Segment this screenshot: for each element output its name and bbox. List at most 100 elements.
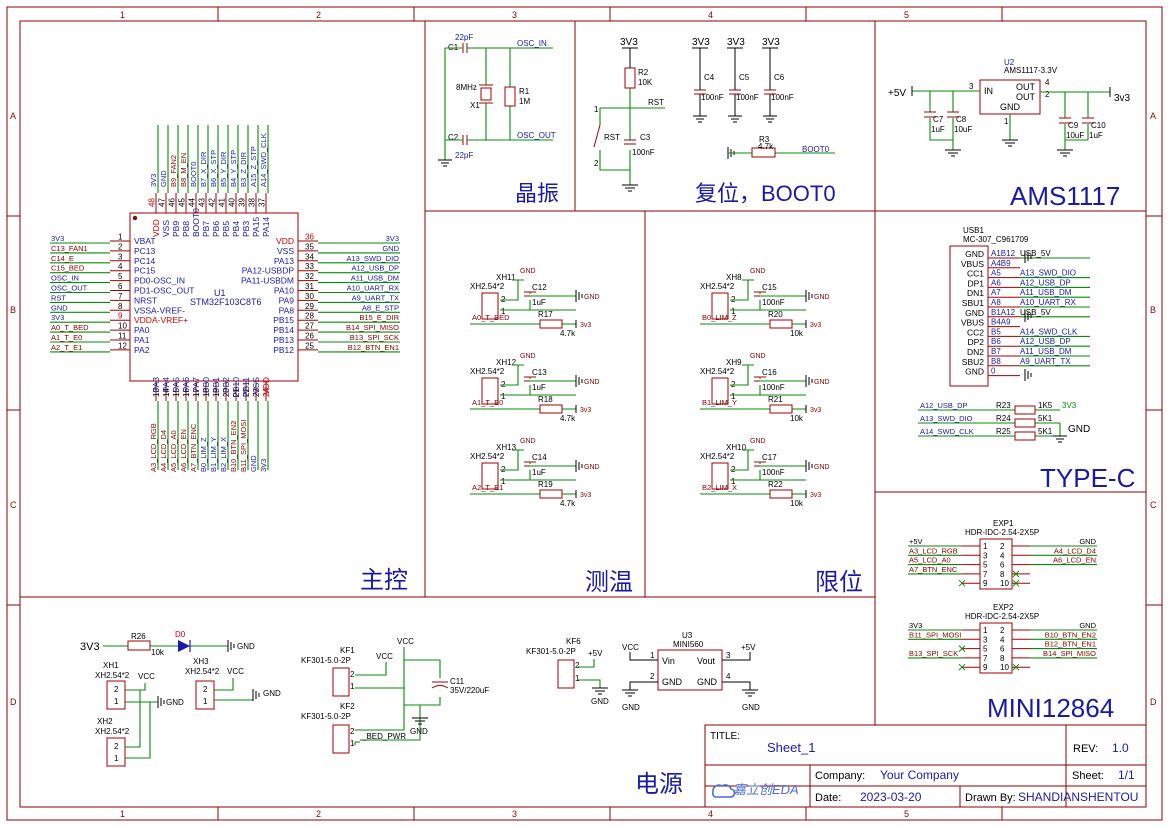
xh2-part: XH2.54*2	[95, 727, 130, 736]
u2-pin-gnd: GND	[1000, 102, 1021, 112]
mcu-pin-name: PC14	[134, 256, 156, 266]
frame-col-bottom: 5	[904, 809, 909, 819]
svg-text:2: 2	[350, 670, 355, 679]
connector-part: XH2.54*2	[700, 282, 735, 291]
mcu-pin-num: 33	[305, 262, 314, 271]
cap-value: 100nF	[762, 383, 785, 392]
resistor-value: 10k	[790, 414, 804, 423]
kf2-ref: KF2	[340, 702, 355, 711]
usb1-pin-name: DN2	[967, 347, 984, 357]
kf2-part: KF301-5.0-2P	[301, 712, 351, 721]
x1-value: 8MHz	[456, 83, 477, 92]
mcu-pin-net: RST	[51, 293, 66, 302]
frame-col-bottom: 4	[708, 809, 713, 819]
drawn-value: SHANDIANSHENTOU	[1018, 790, 1138, 804]
usb1-pin-num: B5	[991, 327, 1001, 336]
xh3-ref: XH3	[193, 657, 209, 666]
header-pin-num: 10	[1000, 579, 1009, 588]
mcu-pin-net: 3V3	[259, 459, 268, 472]
usb1-pin-name: VBUS	[961, 259, 984, 269]
ground-symbol	[1024, 310, 1032, 322]
c3-ref: C3	[640, 133, 651, 142]
mcu-pin-num: 31	[305, 282, 314, 291]
mcu-pin-name: VSS	[161, 220, 171, 237]
header-pin-num: 10	[1000, 663, 1009, 672]
cap-value: 100nF	[762, 468, 785, 477]
typec-res-to: 3V3	[1062, 401, 1077, 410]
xh1-part: XH2.54*2	[95, 671, 130, 680]
mcu-pin-num: 9	[118, 312, 123, 321]
xh3-part: XH2.54*2	[185, 667, 220, 676]
usb1-pin-num: A7	[991, 288, 1001, 297]
header-right-net: GND	[1079, 621, 1096, 630]
connector-part: XH2.54*2	[470, 367, 505, 376]
connector-body	[711, 462, 729, 490]
gnd-label: GND	[814, 294, 830, 301]
section-title-power: 电源	[635, 771, 683, 798]
mcu-pin-num: 13	[152, 388, 161, 397]
reset-switch[interactable]	[593, 124, 601, 148]
mcu-pin-name: PC15	[134, 266, 156, 276]
usb1-pin-name: GND	[965, 367, 984, 377]
mcu-pin-num: 46	[168, 198, 177, 207]
gnd-label: GND	[584, 294, 600, 301]
mcu-pin-net: A7_BTN_ENC	[189, 423, 198, 472]
mcu-pin-num: 10	[118, 322, 127, 331]
header-pin-num: 1	[983, 626, 988, 635]
mcu-pin-net: A9_UART_TX	[352, 293, 399, 302]
mcu-pin-name: PA12-USBDP	[242, 266, 295, 276]
usb1-pin-name: GND	[965, 308, 984, 318]
date-value: 2023-03-20	[860, 790, 922, 804]
cap-value: 1uF	[532, 298, 546, 307]
date-label: Date:	[815, 792, 841, 804]
mcu-pin-net: B4_Y_STP	[229, 150, 238, 187]
mcu-pin-net: A1_T_E0	[51, 333, 82, 342]
mcu-pin-name: BOOT0	[191, 208, 201, 237]
mcu-pin-name: PB0	[201, 377, 211, 393]
svg-text:1: 1	[501, 392, 506, 401]
ground-symbol	[763, 115, 777, 123]
mcu-pin-num: 1	[118, 233, 123, 242]
section-title-mini: MINI12864	[987, 693, 1114, 723]
u3-5v: +5V	[741, 643, 756, 652]
mcu-pin-num: 19	[212, 388, 221, 397]
power-section: 3V3 R26 10k D0 GND XH1 XH2.54*2 21 VCC G…	[80, 630, 760, 767]
gnd-label: GND	[814, 464, 830, 471]
usb1-net: A10_UART_RX	[1020, 298, 1077, 307]
c11-value: 35V/220uF	[450, 686, 489, 695]
mcu-pin-name: PB6	[211, 221, 221, 237]
mcu-pin-net: A3_LCD_RGB	[149, 423, 158, 472]
header-ref: EXP1	[993, 519, 1014, 528]
mcu-pin-num: 21	[232, 388, 241, 397]
company-value: Your Company	[880, 768, 959, 782]
usb1-net: A12_USB_DP	[1020, 278, 1071, 287]
cap-ref: C17	[762, 453, 777, 462]
mcu-pin-num: 36	[305, 233, 314, 242]
mcu-pin-name: PA7	[191, 377, 201, 393]
header-left-net: B11_SPI_MOSI	[909, 630, 961, 639]
mcu-pin-name: PA6	[181, 377, 191, 393]
c3-value: 100nF	[632, 148, 655, 157]
mcu-pin-num: 44	[188, 198, 197, 207]
logo-text: 嘉立创EDA	[733, 782, 799, 797]
xh3-body	[195, 680, 215, 710]
header-body	[979, 538, 1013, 590]
cap-value: 1uF	[931, 125, 945, 134]
resistor-value: 4.7k	[560, 499, 576, 508]
mcu-pin-name: VDD	[276, 236, 294, 246]
connector-body	[481, 377, 499, 405]
net-osc-out: OSC_OUT	[517, 131, 556, 140]
company-label: Company:	[815, 770, 865, 782]
reset-3v3: 3V3	[620, 37, 638, 48]
gnd-label: GND	[520, 268, 536, 275]
ams-vin: +5V	[888, 88, 906, 99]
usb1-pin-num: A1B12	[991, 249, 1016, 258]
gnd-label: GND	[814, 379, 830, 386]
mcu-pin-num: 38	[248, 198, 257, 207]
resistor	[769, 404, 793, 414]
typec-res-net: A13_SWD_DIO	[920, 414, 973, 423]
resistor-ref: R20	[768, 310, 783, 319]
svg-text:2: 2	[114, 742, 119, 751]
